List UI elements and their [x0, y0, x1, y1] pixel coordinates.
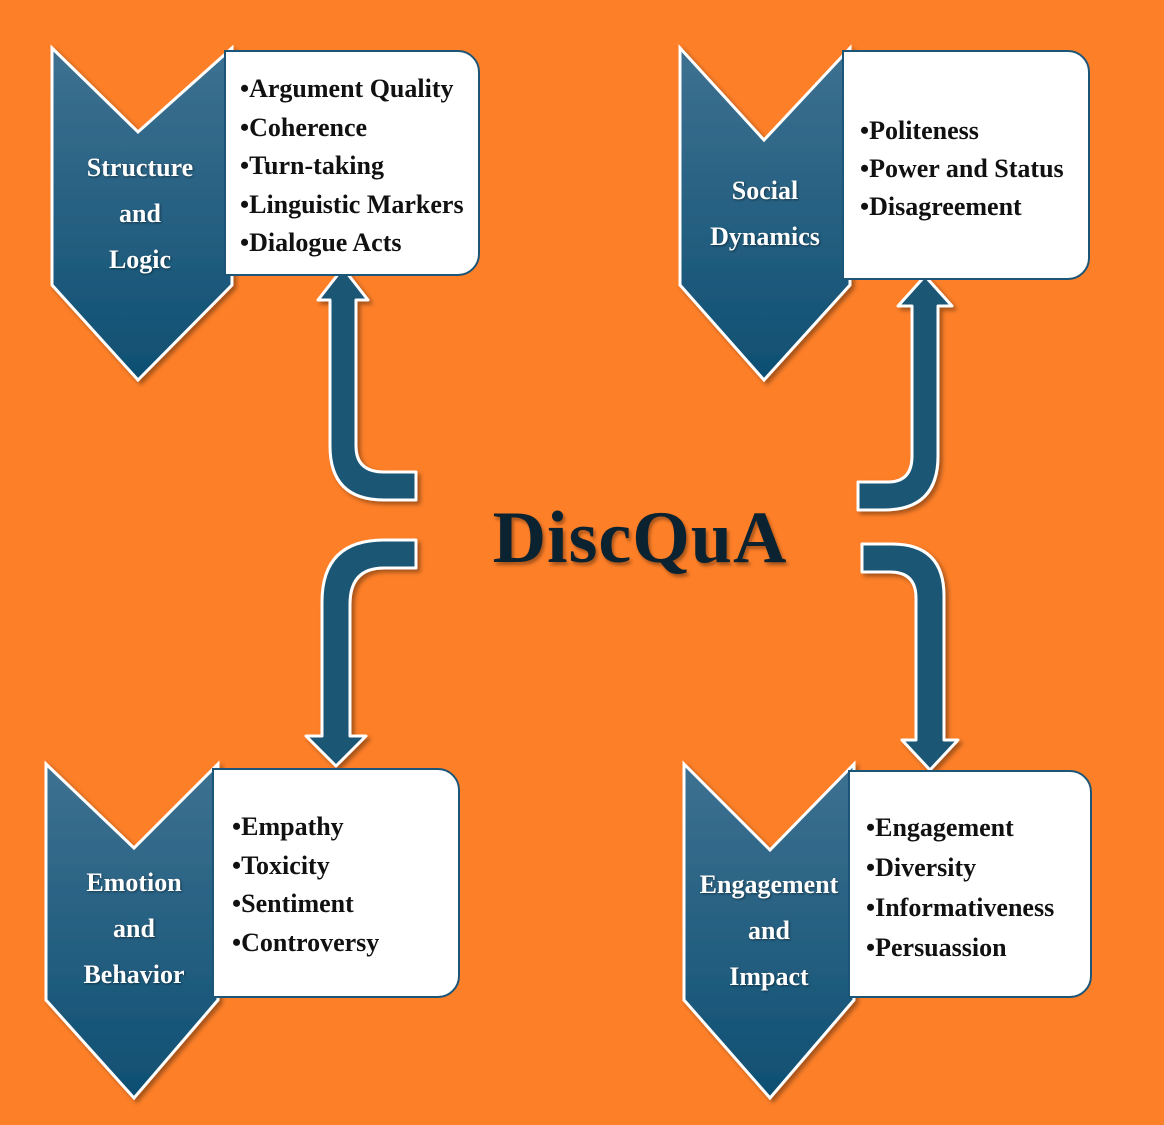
structure-item: •Dialogue Acts — [240, 228, 402, 257]
social-item: •Power and Status — [860, 154, 1064, 183]
label-social: Social Dynamics — [710, 176, 820, 251]
arrow-to-structure — [316, 266, 418, 502]
arrow-to-social — [856, 274, 954, 512]
label-engagement: Engagement and Impact — [699, 870, 839, 991]
diagram-title: DiscQuA — [492, 497, 788, 579]
chevron-social — [678, 44, 852, 383]
label-structure: Structure and Logic — [86, 153, 194, 274]
structure-item: •Turn-taking — [240, 151, 384, 180]
structure-item: •Argument Quality — [240, 74, 454, 103]
social-item: •Disagreement — [860, 192, 1022, 221]
social-item: •Politeness — [860, 116, 979, 145]
engagement-item: •Informativeness — [866, 893, 1055, 922]
card-structure: •Argument Quality •Coherence •Turn-takin… — [224, 50, 480, 276]
engagement-items-list: •Engagement •Diversity •Informativeness … — [866, 808, 1090, 968]
social-items-list: •Politeness •Power and Status •Disagreem… — [860, 112, 1088, 226]
structure-item: •Coherence — [240, 112, 368, 142]
emotion-item: •Controversy — [232, 927, 380, 957]
chevron-emotion — [44, 760, 220, 1101]
chevron-structure — [50, 44, 234, 383]
arrow-to-emotion — [304, 538, 418, 768]
engagement-item: •Persuassion — [866, 933, 1007, 962]
emotion-item: •Sentiment — [232, 889, 354, 918]
card-emotion: •Empathy •Toxicity •Sentiment •Controver… — [212, 768, 460, 998]
chevron-engagement — [682, 760, 856, 1101]
arrow-to-engagement — [860, 542, 960, 772]
emotion-items-list: •Empathy •Toxicity •Sentiment •Controver… — [232, 808, 458, 962]
structure-item: •Linguistic Markers — [240, 189, 464, 219]
engagement-item: •Engagement — [866, 813, 1014, 842]
label-emotion: Emotion and Behavior — [83, 868, 185, 989]
card-social: •Politeness •Power and Status •Disagreem… — [842, 50, 1090, 280]
structure-items-list: •Argument Quality •Coherence •Turn-takin… — [240, 70, 478, 263]
engagement-item: •Diversity — [866, 853, 977, 882]
card-engagement: •Engagement •Diversity •Informativeness … — [848, 770, 1092, 998]
emotion-item: •Empathy — [232, 812, 344, 841]
emotion-item: •Toxicity — [232, 850, 330, 880]
